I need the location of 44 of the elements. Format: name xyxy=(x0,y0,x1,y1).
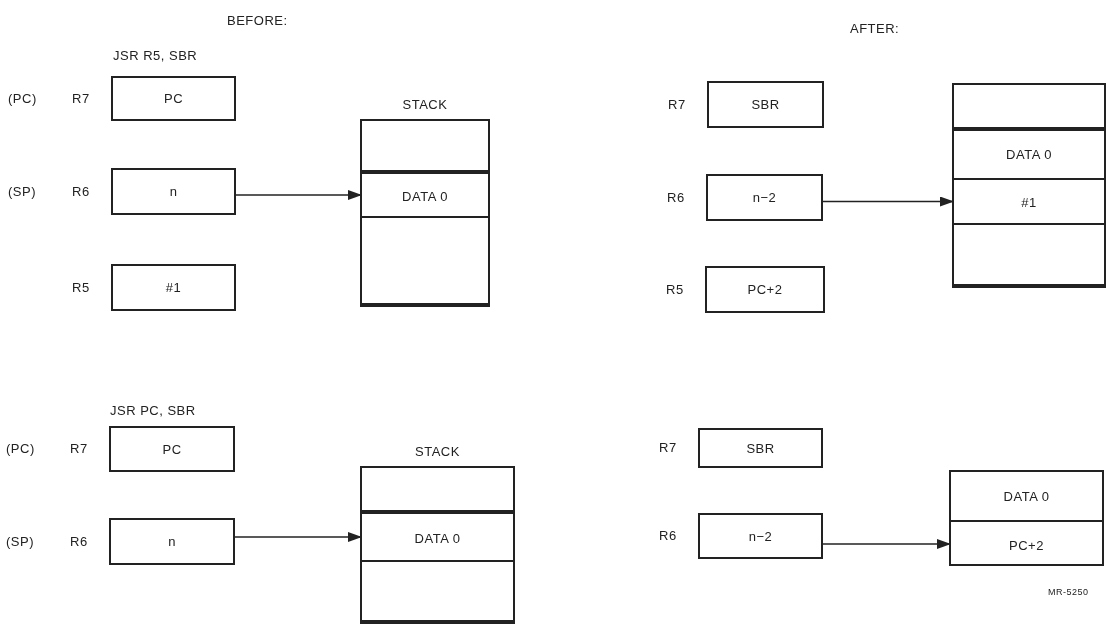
stack-cell: DATA 0 xyxy=(362,512,513,562)
figure-number: MR-5250 xyxy=(1048,586,1089,599)
register-box: PC+2 xyxy=(705,266,825,313)
instruction-text: JSR PC, SBR xyxy=(110,403,196,419)
register-alias: (PC) xyxy=(8,90,37,107)
register-box: SBR xyxy=(707,81,824,128)
register-alias: (PC) xyxy=(6,441,35,457)
stack-cell: PC+2 xyxy=(951,520,1102,568)
register-name: R7 xyxy=(668,96,686,113)
register-alias: (SP) xyxy=(8,183,36,200)
stack-cell: DATA 0 xyxy=(954,129,1104,178)
panel-heading: BEFORE: xyxy=(227,13,288,29)
register-box: n−2 xyxy=(698,513,823,559)
stack-cell: DATA 0 xyxy=(362,172,488,218)
register-name: R6 xyxy=(659,528,677,544)
register-box: n xyxy=(109,518,235,565)
register-box: PC xyxy=(111,76,236,121)
register-name: R5 xyxy=(72,279,90,296)
register-box: #1 xyxy=(111,264,236,311)
instruction-text: JSR R5, SBR xyxy=(113,48,198,64)
stack-cell xyxy=(360,216,490,307)
stack-cell xyxy=(952,223,1106,288)
register-name: R5 xyxy=(666,281,684,298)
register-name: R6 xyxy=(70,533,88,550)
register-name: R7 xyxy=(70,441,88,457)
stack-cell xyxy=(360,560,515,624)
stack-box xyxy=(949,470,1104,566)
register-name: R6 xyxy=(72,183,90,200)
register-name: R6 xyxy=(667,189,685,206)
register-name: R7 xyxy=(72,90,90,107)
register-box: SBR xyxy=(698,428,823,468)
register-box: PC xyxy=(109,426,235,472)
register-box: n−2 xyxy=(706,174,823,221)
stack-heading: STACK xyxy=(415,444,460,460)
register-alias: (SP) xyxy=(6,533,34,550)
stack-cell: #1 xyxy=(954,178,1104,225)
stack-cell: DATA 0 xyxy=(951,472,1102,520)
stack-box xyxy=(360,119,490,305)
stack-box xyxy=(952,83,1106,286)
stack-box xyxy=(360,466,515,622)
stack-heading: STACK xyxy=(402,97,448,113)
register-box: n xyxy=(111,168,236,215)
panel-heading: AFTER: xyxy=(850,21,900,37)
register-name: R7 xyxy=(659,440,677,456)
